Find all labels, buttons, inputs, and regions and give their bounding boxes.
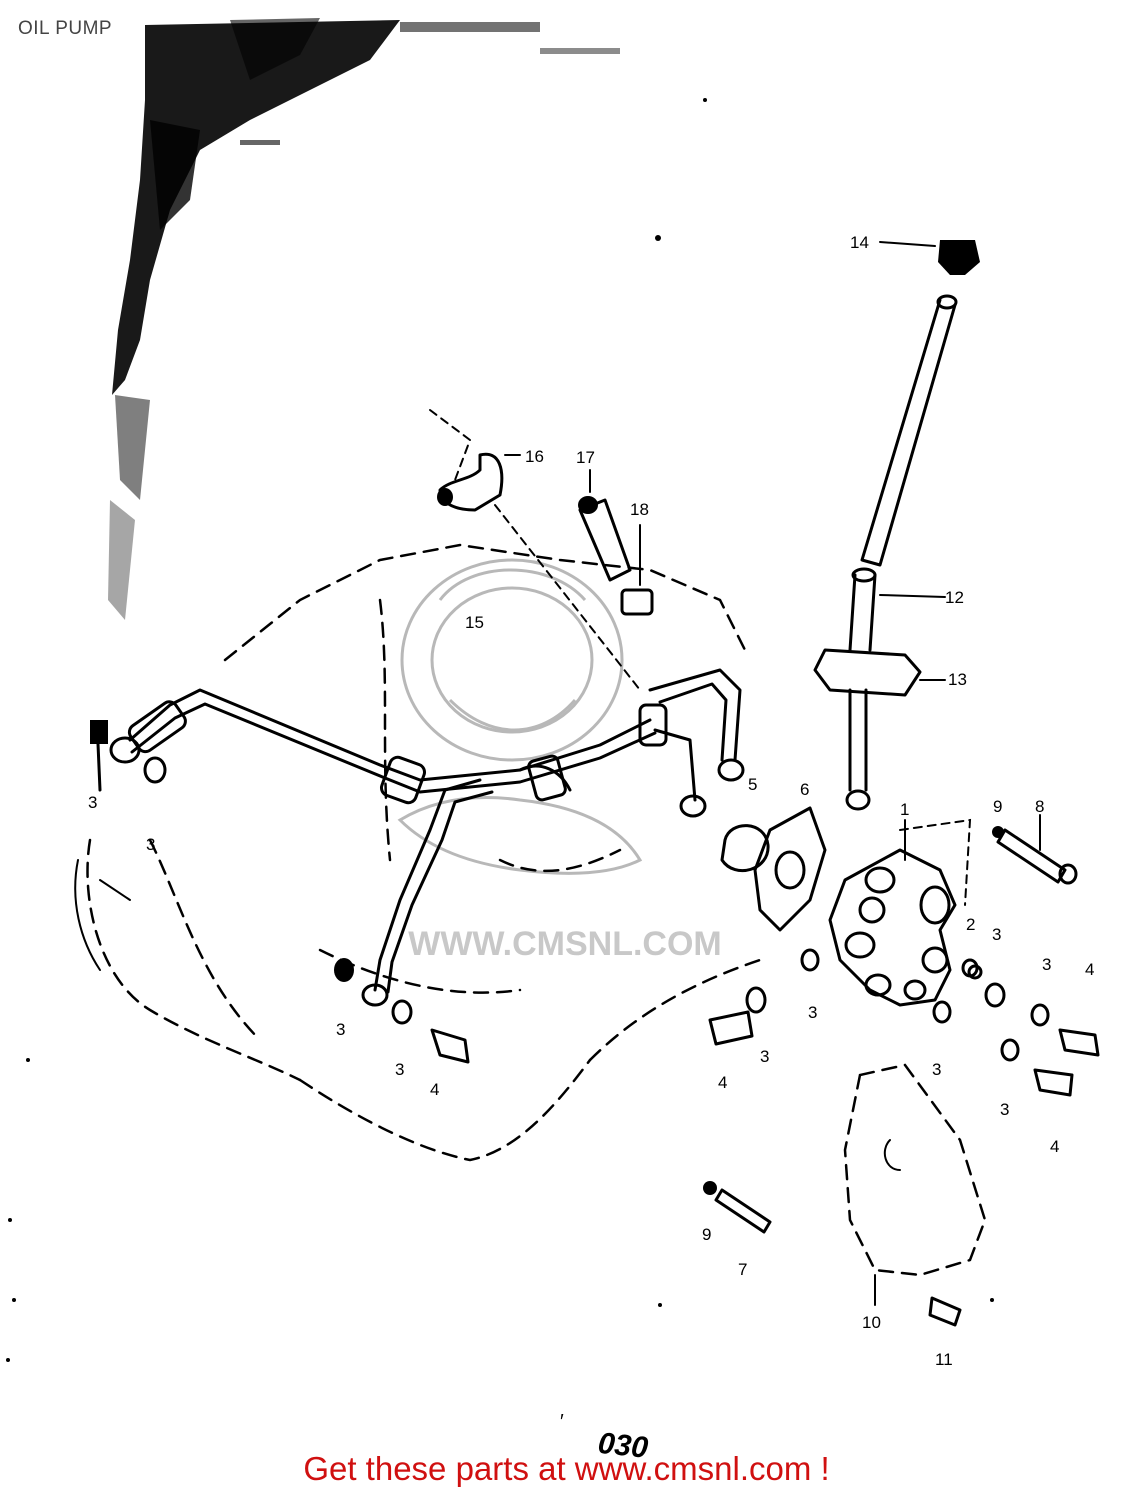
callout-4: 4 [1050,1137,1059,1156]
bolt-part-17 [578,469,632,582]
pump-cover-part-10 [843,1063,987,1306]
callout-3: 3 [336,1020,345,1039]
callout-14: 14 [850,233,869,252]
callout-3: 3 [992,925,1001,944]
callout-17: 17 [576,448,595,467]
callout-3: 3 [932,1060,941,1079]
callout-3: 3 [146,835,155,854]
figure-mark: ′ [560,1411,564,1433]
callout-7: 7 [738,1260,747,1279]
scan-noise [6,18,994,1362]
clamp-part-13 [813,648,946,811]
seal-part-5 [720,824,770,873]
engine-casing [74,543,762,1162]
callout-labels: 1 2 3 3 3 3 3 3 3 3 3 3 3 4 4 4 4 5 6 7 … [88,233,1094,1369]
page-title: OIL PUMP [18,18,113,39]
callout-12: 12 [945,588,964,607]
elbow-fitting-part-16 [437,452,521,512]
gasket-part-6 [753,806,827,932]
callout-10: 10 [862,1313,881,1332]
callout-16: 16 [525,447,544,466]
watermark-text: WWW.CMSNL.COM [408,925,722,963]
watermark-logo: WWW.CMSNL.COM [397,558,722,963]
callout-4: 4 [718,1073,727,1092]
washer-part-18 [620,524,654,616]
callout-9: 9 [702,1225,711,1244]
callout-13: 13 [948,670,967,689]
oil-pump-body-part-1 [828,819,979,1007]
leader-lines [429,409,972,906]
callout-11: 11 [935,1350,953,1369]
callout-3: 3 [760,1047,769,1066]
bolt-part-8 [992,814,1078,885]
washers-bolts [143,756,1100,1327]
figure-code: 030 [596,1427,650,1465]
callout-2: 2 [966,915,975,934]
cap-part-14 [879,240,980,275]
footer-parts-link[interactable]: Get these parts at www.cmsnl.com ! [303,1450,830,1487]
callout-5: 5 [748,775,757,794]
callout-3: 3 [88,793,97,812]
callout-3: 3 [1042,955,1051,974]
callout-3: 3 [395,1060,404,1079]
callout-3: 3 [1000,1100,1009,1119]
callout-9: 9 [993,797,1002,816]
banjo-bolt-icon [90,720,108,744]
oil-pipe-assembly [90,668,745,1007]
callout-6: 6 [800,780,809,799]
callout-15: 15 [465,613,484,632]
callout-3: 3 [808,1003,817,1022]
callout-1: 1 [900,800,909,819]
callout-4: 4 [1085,960,1094,979]
callout-18: 18 [630,500,649,519]
callout-8: 8 [1035,797,1044,816]
hose-part-12 [848,294,958,652]
callout-4: 4 [430,1080,439,1099]
